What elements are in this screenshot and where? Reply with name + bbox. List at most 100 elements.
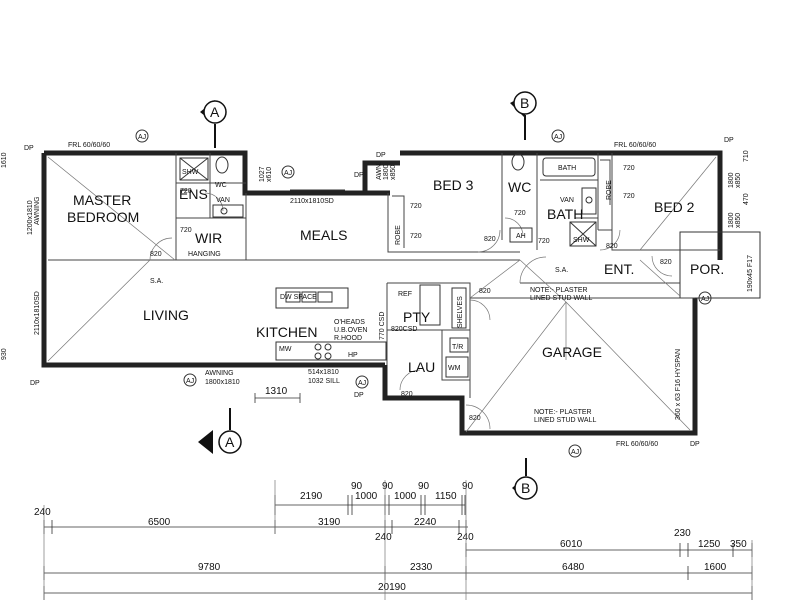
aj-markers: AJ AJ AJ AJ AJ AJ AJ xyxy=(135,129,712,458)
room-meals: MEALS xyxy=(300,227,347,243)
label-van-ens: VAN xyxy=(216,197,230,204)
room-garage: GARAGE xyxy=(542,344,602,360)
room-bed3: BED 3 xyxy=(433,177,474,193)
window-1800-a: 1800 xyxy=(728,172,735,188)
note2-line1: NOTE:- PLASTER xyxy=(534,409,592,416)
window-x850-b: x850 xyxy=(735,173,742,188)
dp-bottom-right: DP xyxy=(690,441,700,448)
door-820-bed3: 820 xyxy=(484,236,496,243)
dim-r1-1000a: 1000 xyxy=(355,491,378,502)
door-width-labels: 720 720 820 720 720 820 720 720 720 720 … xyxy=(150,165,672,422)
label-dw-space: DW SPACE xyxy=(280,294,317,301)
dim-r1-1000b: 1000 xyxy=(394,491,417,502)
bath-tub xyxy=(542,157,596,177)
label-ref: REF xyxy=(398,291,412,298)
dim-total: 20190 xyxy=(378,582,406,593)
aj-2: AJ xyxy=(284,170,292,177)
label-r-hood: R.HOOD xyxy=(334,335,362,342)
kitchen-bench xyxy=(275,341,387,361)
csd-770: 770 CSD xyxy=(379,312,386,340)
section-a-top: A xyxy=(210,104,220,120)
label-robe-bed2: ROBE xyxy=(606,180,613,200)
door-720-wir: 720 xyxy=(180,227,192,234)
section-b-top: B xyxy=(520,95,529,111)
room-master: MASTER xyxy=(73,192,131,208)
roof-lines xyxy=(47,156,717,433)
dim-r4-1600: 1600 xyxy=(704,562,727,573)
note2-line2: LINED STUD WALL xyxy=(534,417,596,424)
label-ub-oven: U.B.OVEN xyxy=(334,327,367,334)
door-820csd: 820CSD xyxy=(391,326,417,333)
dimension-strings: 2190 90 1000 90 1000 90 1150 90 240 6500… xyxy=(34,480,753,600)
door-820-lau: 820 xyxy=(401,391,413,398)
dim-r1-1150: 1150 xyxy=(435,491,457,502)
bath-shower xyxy=(569,221,597,247)
ens-vanity xyxy=(212,204,244,218)
exterior-walls xyxy=(41,150,761,436)
downpipe-markers: DP DP DP DP DP DP DP xyxy=(24,137,734,448)
label-sa-ent: S.A. xyxy=(555,267,568,274)
aj-7: AJ xyxy=(571,449,579,456)
dim-1310: 1310 xyxy=(265,386,288,397)
dp-bottom-left: DP xyxy=(30,380,40,387)
kitchen-window-1: 514x1810 xyxy=(308,369,339,376)
label-wc-ens: WC xyxy=(215,182,227,189)
aj-5: AJ xyxy=(358,380,366,387)
dim-r1-90b: 90 xyxy=(382,481,394,492)
awning-left-1: 1200x1810 xyxy=(27,200,34,235)
dp-bottom-mid: DP xyxy=(354,392,364,399)
label-hanging: HANGING xyxy=(188,251,221,258)
dp-mid: DP xyxy=(354,172,364,179)
dim-r3-350: 350 xyxy=(730,539,747,550)
label-sa-living: S.A. xyxy=(150,278,163,285)
dim-r1-90c: 90 xyxy=(418,481,430,492)
door-820-master: 820 xyxy=(150,251,162,258)
label-mw: MW xyxy=(279,346,292,353)
section-b-bottom: B xyxy=(521,480,530,496)
room-wir: WIR xyxy=(195,230,222,246)
aj-3: AJ xyxy=(554,134,562,141)
dim-r2-240b: 240 xyxy=(375,532,392,543)
door-820-hall: 820 xyxy=(479,288,491,295)
room-bedroom: BEDROOM xyxy=(67,209,139,225)
dim-470: 470 xyxy=(743,193,750,205)
label-shw-ens: SHW xyxy=(182,169,199,176)
door-720-bath: 720 xyxy=(538,238,550,245)
window-1800-c: 1800 xyxy=(728,212,735,228)
awning-left-2: AWNING xyxy=(34,196,41,225)
aj-6: AJ xyxy=(701,296,709,303)
dim-r4-2330: 2330 xyxy=(410,562,433,573)
window-2110-sd: 2110x1810SD xyxy=(290,198,334,205)
door-820-garage: 820 xyxy=(469,415,481,422)
wc-toilet xyxy=(511,153,525,171)
room-labels: MASTER BEDROOM ENS WIR MEALS BED 3 WC BA… xyxy=(67,177,724,375)
label-tr: T/R xyxy=(452,344,463,351)
pantry-shelves xyxy=(451,287,467,329)
door-720-robe3: 720 xyxy=(623,165,635,172)
fixtures xyxy=(179,153,597,378)
kitchen-window-dimension: 1310 xyxy=(254,386,301,403)
awn-1800-l2: 1800 xyxy=(383,164,390,180)
washing-machine xyxy=(445,356,469,378)
window-x610: x610 xyxy=(266,167,273,182)
dim-r4-6480: 6480 xyxy=(562,562,585,573)
room-por: POR. xyxy=(690,261,724,277)
room-ens: ENS xyxy=(179,186,208,202)
section-markers: A A B B xyxy=(198,91,538,500)
dim-r2-2240: 2240 xyxy=(414,517,437,528)
window-1027: 1027 xyxy=(259,166,266,182)
dim-r1-2190: 2190 xyxy=(300,491,323,502)
room-wc: WC xyxy=(508,179,531,195)
label-oheads: O'HEADS xyxy=(334,319,365,326)
door-720-robe4: 720 xyxy=(623,193,635,200)
awning-bottom-2: 1800x1810 xyxy=(205,379,240,386)
aj-1: AJ xyxy=(138,134,146,141)
aj-4: AJ xyxy=(186,378,194,385)
door-820-ent: 820 xyxy=(660,259,672,266)
dim-r2-6500: 6500 xyxy=(148,517,171,528)
label-ah: AH xyxy=(516,233,526,240)
dim-r2-240c: 240 xyxy=(457,532,474,543)
dim-r3-1250: 1250 xyxy=(698,539,721,550)
